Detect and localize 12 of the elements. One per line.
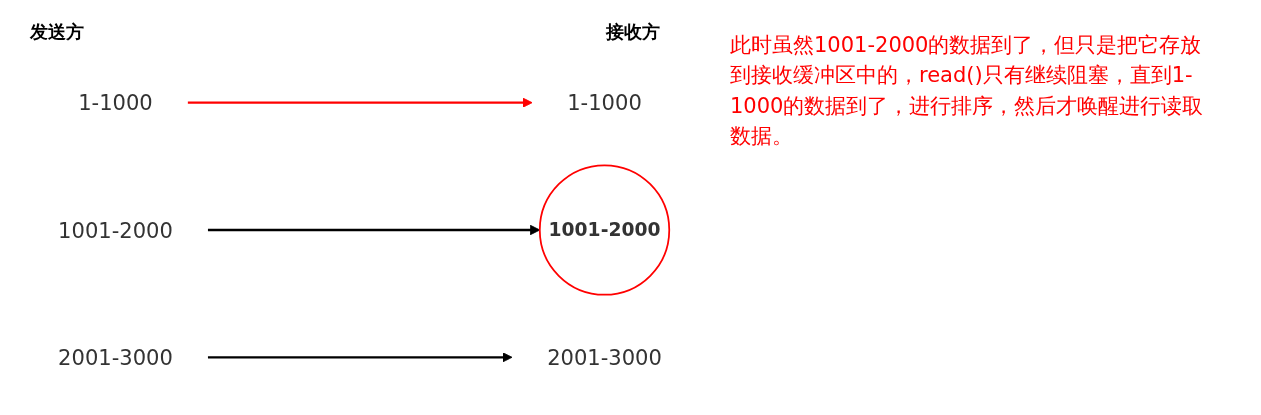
arrow [187, 97, 533, 108]
node-circle: 1001-2000 [538, 163, 671, 296]
node-text: 1001-2000 [58, 217, 173, 242]
node-text: 2001-3000 [58, 344, 173, 370]
arrow [207, 224, 541, 235]
node-text: 1-1000 [78, 89, 153, 115]
note-text: 此时虽然1001-2000的数据到了，但只是把它存放到接收缓冲区中的，read()只有继续阻塞，直到1-1000的数据到了，进行排序，然后才唤醒进行读取数据。 [730, 33, 1204, 149]
column-heading: 接收方 [606, 20, 660, 44]
node-text: 1-1000 [567, 89, 642, 115]
column-heading: 发送方 [30, 20, 84, 44]
node-text: 2001-3000 [547, 344, 662, 370]
arrow [207, 351, 513, 362]
